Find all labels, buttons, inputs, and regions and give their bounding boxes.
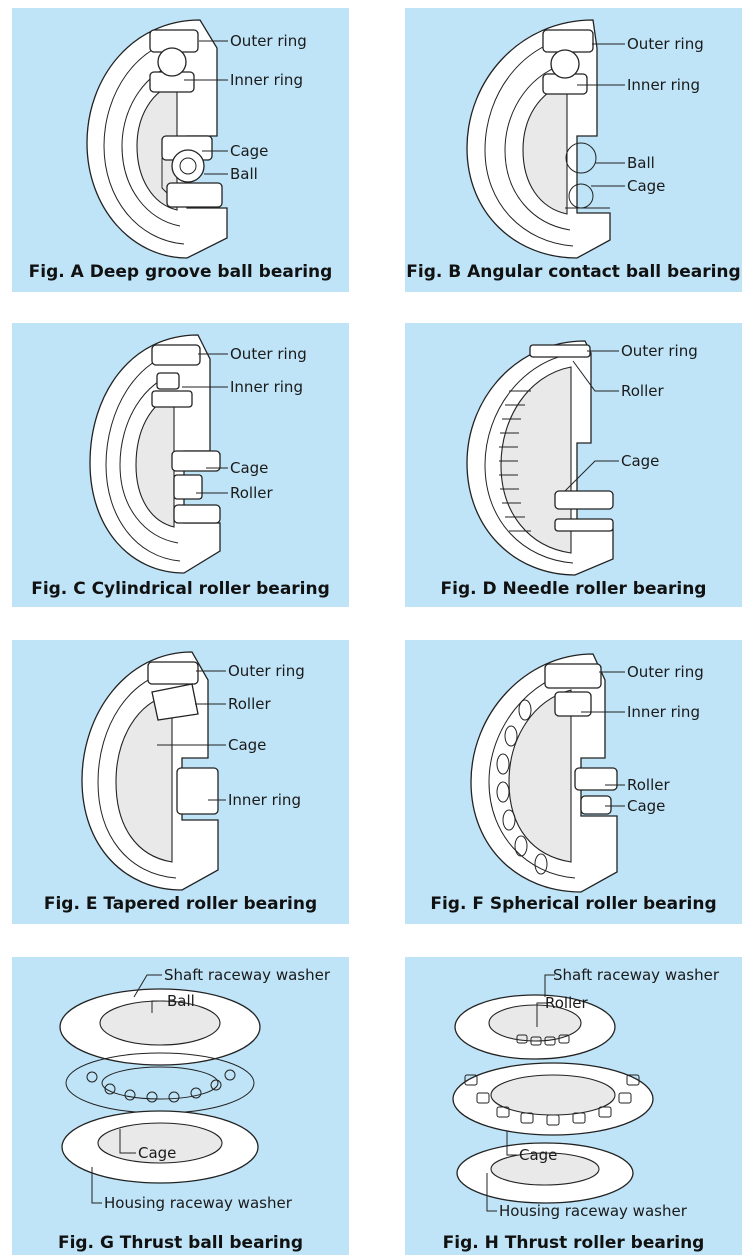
label-housing-raceway-washer: Housing raceway washer: [104, 1194, 292, 1212]
label-cage: Cage: [138, 1144, 176, 1162]
label-roller: Roller: [621, 382, 664, 400]
panel-tapered-roller-bearing: Outer ring Roller Cage Inner ring Fig. E…: [12, 640, 349, 924]
panel-spherical-roller-bearing: Outer ring Inner ring Roller Cage Fig. F…: [405, 640, 742, 924]
label-inner-ring: Inner ring: [230, 71, 303, 89]
figure-caption: Fig. H Thrust roller bearing: [405, 1233, 742, 1253]
spherical-roller-bearing-illustration: [405, 640, 742, 924]
label-outer-ring: Outer ring: [621, 342, 698, 360]
label-shaft-raceway-washer: Shaft raceway washer: [553, 966, 719, 984]
tapered-roller-bearing-illustration: [12, 640, 349, 924]
label-outer-ring: Outer ring: [627, 35, 704, 53]
cylindrical-roller-bearing-illustration: [12, 323, 349, 607]
panel-angular-contact-ball-bearing: Outer ring Inner ring Ball Cage Fig. B A…: [405, 8, 742, 292]
label-ball: Ball: [627, 154, 655, 172]
label-outer-ring: Outer ring: [228, 662, 305, 680]
label-outer-ring: Outer ring: [230, 32, 307, 50]
panel-cylindrical-roller-bearing: Outer ring Inner ring Cage Roller Fig. C…: [12, 323, 349, 607]
figure-caption: Fig. C Cylindrical roller bearing: [12, 579, 349, 599]
figure-caption: Fig. D Needle roller bearing: [405, 579, 742, 599]
panel-thrust-roller-bearing: Shaft raceway washer Roller Cage Housing…: [405, 957, 742, 1255]
figure-caption: Fig. B Angular contact ball bearing: [405, 262, 742, 282]
panel-deep-groove-ball-bearing: Outer ring Inner ring Cage Ball Fig. A D…: [12, 8, 349, 292]
label-cage: Cage: [621, 452, 659, 470]
label-outer-ring: Outer ring: [627, 663, 704, 681]
label-inner-ring: Inner ring: [230, 378, 303, 396]
label-cage: Cage: [230, 459, 268, 477]
label-inner-ring: Inner ring: [627, 703, 700, 721]
label-roller: Roller: [230, 484, 273, 502]
label-ball: Ball: [230, 165, 258, 183]
label-roller: Roller: [228, 695, 271, 713]
label-inner-ring: Inner ring: [627, 76, 700, 94]
label-cage: Cage: [228, 736, 266, 754]
label-housing-raceway-washer: Housing raceway washer: [499, 1202, 687, 1220]
needle-roller-bearing-illustration: [405, 323, 742, 607]
label-cage: Cage: [519, 1146, 557, 1164]
label-roller: Roller: [627, 776, 670, 794]
figure-caption: Fig. A Deep groove ball bearing: [12, 262, 349, 282]
label-shaft-raceway-washer: Shaft raceway washer: [164, 966, 330, 984]
label-cage: Cage: [627, 797, 665, 815]
label-cage: Cage: [627, 177, 665, 195]
label-ball: Ball: [167, 992, 195, 1010]
label-outer-ring: Outer ring: [230, 345, 307, 363]
panel-thrust-ball-bearing: Shaft raceway washer Ball Cage Housing r…: [12, 957, 349, 1255]
figure-caption: Fig. F Spherical roller bearing: [405, 894, 742, 914]
label-inner-ring: Inner ring: [228, 791, 301, 809]
deep-groove-ball-bearing-illustration: [12, 8, 349, 292]
label-roller: Roller: [545, 994, 588, 1012]
label-cage: Cage: [230, 142, 268, 160]
figure-caption: Fig. E Tapered roller bearing: [12, 894, 349, 914]
figure-caption: Fig. G Thrust ball bearing: [12, 1233, 349, 1253]
panel-needle-roller-bearing: Outer ring Roller Cage Fig. D Needle rol…: [405, 323, 742, 607]
